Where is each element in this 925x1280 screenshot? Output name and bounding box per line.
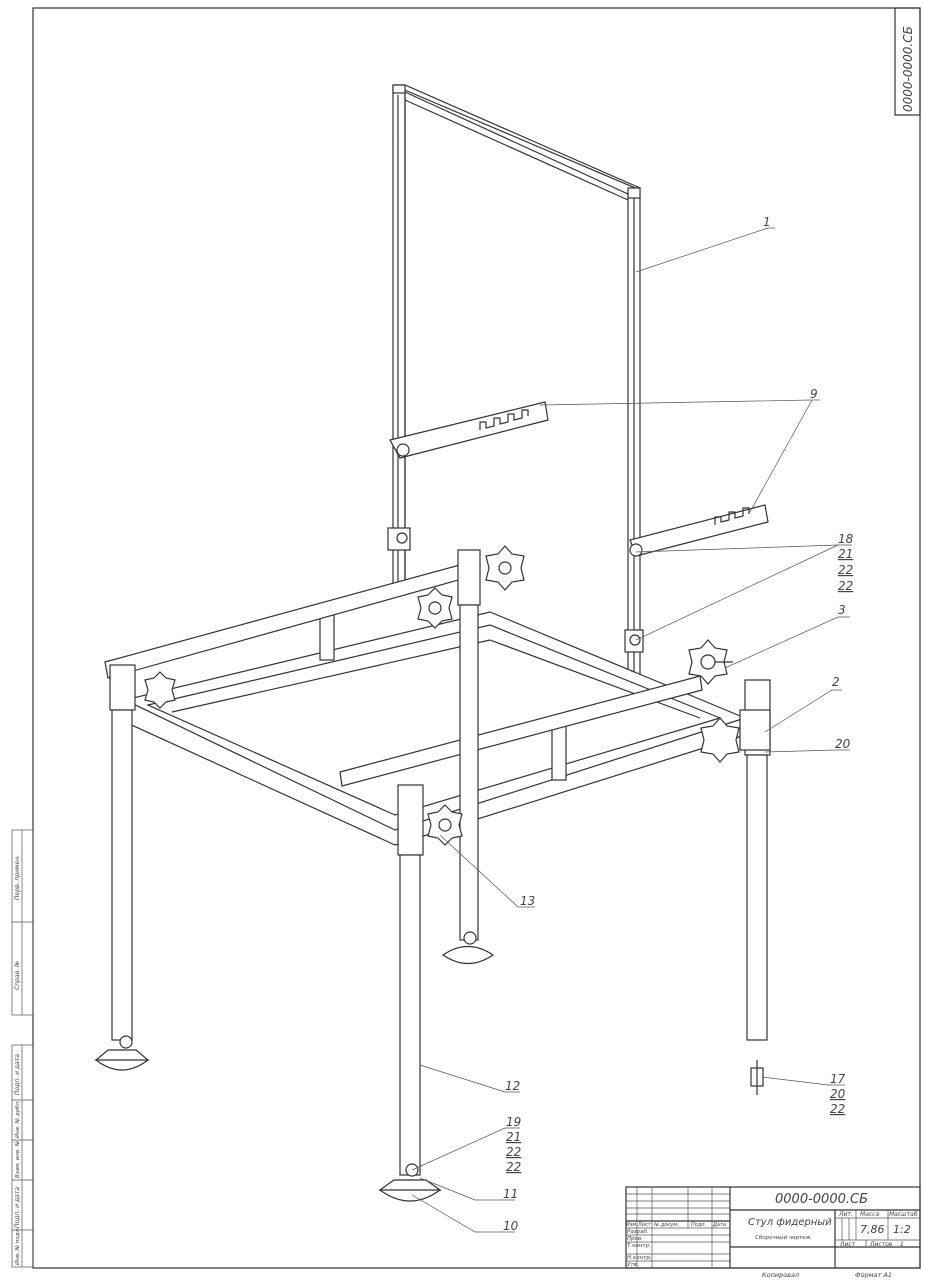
tb-role-ncontrol: Н.контр.	[627, 1255, 652, 1261]
stamp-orig-no: Инв. № подл.	[15, 1227, 21, 1265]
callout-12: 12	[505, 1079, 520, 1093]
tb-scale-label: Масштаб	[889, 1211, 918, 1218]
tb-role-dev: Разраб.	[627, 1229, 649, 1235]
stamp-dup-no: Инв. № дубл.	[15, 1100, 21, 1138]
tb-sheets-label: Листов	[869, 1241, 893, 1248]
side-stamps: Перв. примен. Справ. № Подп. и дата Инв.…	[11, 829, 34, 1268]
tb-mass-label: Масса	[860, 1211, 879, 1218]
callout-2: 2	[832, 675, 840, 689]
drawing-frame	[32, 7, 921, 1269]
callout-19: 19	[506, 1115, 521, 1129]
legs	[109, 549, 771, 1176]
callout-19-22a: 22	[506, 1145, 521, 1159]
callout-11: 11	[503, 1187, 518, 1201]
tb-col-sign: Подп.	[691, 1222, 706, 1228]
slotted-bars	[387, 401, 769, 653]
knobs	[144, 545, 740, 846]
callout-3: 3	[838, 603, 846, 617]
callout-18-22a: 22	[838, 563, 853, 577]
callout-18-22b: 22	[838, 579, 853, 593]
title-block: 0000-0000.СБ Стул фидерный Сборочный чер…	[625, 1186, 921, 1279]
callout-19-22b: 22	[506, 1160, 521, 1174]
stamp-ref-no: Справ. №	[14, 961, 21, 990]
tb-col-list: Лист	[637, 1222, 652, 1228]
stamp-sign-date-2: Подп. и дата	[14, 1187, 21, 1228]
callout-17-20: 20	[830, 1087, 846, 1101]
tb-copied: Копировал	[762, 1271, 799, 1279]
callout-20: 20	[835, 737, 851, 751]
tb-lit-label: Лит.	[838, 1211, 853, 1218]
callout-10: 10	[503, 1219, 519, 1233]
top-stamp-code: 0000-0000.СБ	[901, 26, 915, 112]
stamp-replace-no: Взам. инв. №	[15, 1140, 21, 1178]
tb-role-check: Пров.	[627, 1236, 643, 1242]
leader-lines	[411, 227, 852, 1233]
tb-role-approve: Утв.	[627, 1262, 639, 1268]
tb-col-doc: № докум.	[653, 1222, 679, 1228]
callout-17: 17	[830, 1072, 846, 1086]
tb-doc-type: Сборочный чертеж	[755, 1235, 811, 1241]
tb-role-tcontrol: Т.контр.	[627, 1243, 651, 1249]
tb-doc-code: 0000-0000.СБ	[775, 1192, 868, 1207]
feet	[94, 931, 764, 1202]
tb-sheets: 1	[900, 1241, 904, 1248]
callout-1: 1	[763, 215, 771, 229]
tb-scale: 1:2	[893, 1223, 911, 1236]
tb-sheet-label: Лист	[839, 1241, 856, 1248]
tb-format: Формат А1	[855, 1271, 892, 1279]
callout-19-21: 21	[506, 1130, 521, 1144]
armrests	[104, 559, 703, 787]
callout-18-21: 21	[838, 547, 853, 561]
stamp-first-use: Перв. примен.	[14, 855, 21, 900]
callout-18: 18	[838, 532, 854, 546]
tb-mass: 7,86	[860, 1223, 885, 1236]
tb-col-date: Дата	[712, 1222, 726, 1228]
top-stamp	[894, 7, 921, 116]
tb-col-izm: Изм.	[626, 1222, 638, 1228]
tb-name: Стул фидерный	[748, 1217, 832, 1228]
callout-17-22: 22	[830, 1102, 845, 1116]
stamp-sign-date-1: Подп. и дата	[14, 1054, 21, 1095]
callout-13: 13	[520, 894, 535, 908]
callout-9: 9	[810, 387, 818, 401]
callouts: 1 9 18 21 22 22 3 2 20 13 12 19 21 22 22…	[503, 215, 854, 1233]
